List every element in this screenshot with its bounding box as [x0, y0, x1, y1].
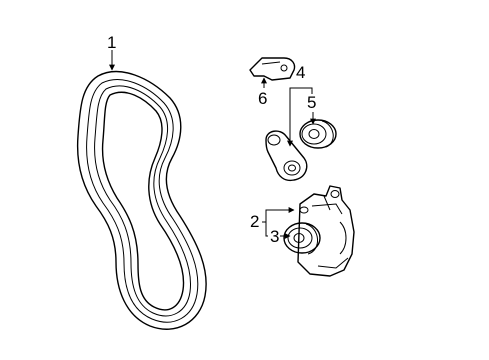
callout-tensioner-assembly: 2 [250, 212, 259, 231]
callout-tensioner-arm-group: 4 [296, 63, 305, 82]
tensioner-leader-bottom [265, 222, 268, 237]
tensioner-leader-top [262, 209, 292, 223]
idler-pulley-upper[interactable] [299, 119, 337, 149]
callout-bracket: 6 [258, 89, 267, 108]
idler-pulley-lower[interactable] [283, 222, 321, 255]
serpentine-belt[interactable] [76, 70, 207, 330]
tensioner-assembly[interactable] [297, 185, 355, 277]
tensioner-arm[interactable] [265, 130, 308, 182]
callout-idler-pulley-lower: 3 [270, 227, 279, 246]
mounting-bracket[interactable] [249, 57, 296, 81]
callout-belt: 1 [107, 33, 116, 52]
callout-idler-pulley-upper: 5 [307, 93, 316, 112]
arm-group-leader-line [289, 87, 313, 144]
